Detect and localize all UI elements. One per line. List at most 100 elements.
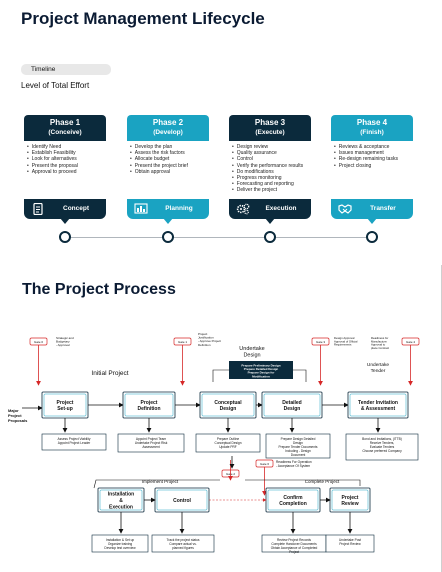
main-step-4-inner — [349, 393, 407, 417]
gate-note: Readiness For Operation- Acceptance Of S… — [276, 460, 312, 468]
note-box — [41, 433, 107, 451]
bar-label: Concept — [63, 205, 89, 212]
main-step-2-inner — [201, 393, 255, 417]
impl-step-2-inner — [267, 489, 319, 511]
bar-label: Transfer — [370, 205, 396, 212]
list-item: Quality assurance — [232, 150, 311, 156]
phase-header-4: Phase 4 (Finish) — [331, 115, 413, 141]
phase-subtitle: (Finish) — [360, 129, 384, 136]
phase-title: Phase 2 — [152, 118, 184, 127]
list-item: Present the project brief — [130, 163, 209, 169]
phase-card-2: Phase 2 (Develop) Develop the plan Asses… — [127, 115, 209, 175]
gears-icon — [236, 203, 250, 215]
bar-pointer — [60, 218, 70, 224]
main-step-1-inner — [124, 393, 174, 417]
main-step-3-inner — [263, 393, 321, 417]
bar-label: Execution — [265, 205, 297, 212]
phase-header-3: Phase 3 (Execute) — [229, 115, 311, 141]
list-item: Present the proposal — [27, 163, 106, 169]
document-icon — [33, 203, 43, 215]
phase-label: Implement Project — [142, 479, 179, 484]
note-box — [345, 433, 419, 461]
step-label: Control — [173, 498, 191, 504]
list-item: Project closing — [334, 163, 413, 169]
gate-label: Gate 0 — [34, 340, 43, 344]
design-note-box — [229, 361, 293, 379]
phase-list: Reviews & acceptance Issues management R… — [331, 141, 413, 169]
connector — [212, 369, 229, 382]
phase-header-2: Phase 2 (Develop) — [127, 115, 209, 141]
list-item: Verify the performance results — [232, 163, 311, 169]
phase-card-1: Phase 1 (Conceive) Identify Need Establi… — [24, 115, 106, 175]
list-item: Assess the risk factors — [130, 150, 209, 156]
gate-label: Gate 3 — [316, 340, 325, 344]
bar-label: Planning — [165, 205, 193, 212]
phase-card-3: Phase 3 (Execute) Design review Quality … — [229, 115, 311, 194]
phase-list: Design review Quality assurance Control … — [229, 141, 311, 194]
phase-title: Phase 3 — [254, 118, 286, 127]
impl-step-1-inner — [156, 489, 208, 511]
phase-header-1: Phase 1 (Conceive) — [24, 115, 106, 141]
list-item: Control — [232, 156, 311, 162]
page-title: Project Management Lifecycle — [21, 9, 265, 28]
section-title: The Project Process — [22, 281, 176, 298]
chart-icon — [134, 203, 148, 214]
connector — [245, 479, 361, 486]
list-item: Do modifications — [232, 169, 311, 175]
phase-label: Complete Project — [305, 479, 340, 484]
main-step-0-inner — [43, 393, 87, 417]
list-item: Design review — [232, 144, 311, 150]
timeline-line — [66, 237, 376, 238]
list-item: Allocate budget — [130, 156, 209, 162]
timeline-dot — [366, 231, 378, 243]
note-box — [91, 534, 149, 553]
list-item: Develop the plan — [130, 144, 209, 150]
note-box — [265, 433, 331, 459]
connector — [93, 479, 220, 489]
phase-bar-transfer: Transfer — [331, 199, 413, 219]
list-item: Reviews & acceptance — [334, 144, 413, 150]
gate-label: Gate 1 — [178, 340, 187, 344]
phase-list: Develop the plan Assess the risk factors… — [127, 141, 209, 175]
note-box — [151, 534, 215, 553]
gate-label: Gate 4 — [406, 340, 415, 344]
step-label: Tender Invitation& Assessment — [358, 400, 398, 412]
phase-title: Phase 4 — [356, 118, 388, 127]
list-item: Issues management — [334, 150, 413, 156]
handshake-icon — [338, 204, 352, 214]
timeline-tab: Timeline — [21, 64, 111, 75]
list-item: Look for alternatives — [27, 156, 106, 162]
note-box — [117, 433, 185, 453]
phase-label: Initial Project — [91, 370, 128, 377]
bar-pointer — [163, 218, 173, 224]
phase-subtitle: (Conceive) — [48, 129, 82, 136]
phase-title: Phase 1 — [49, 118, 81, 127]
phase-bar-concept: Concept — [24, 199, 106, 219]
note-box — [325, 534, 375, 553]
note-text: Bond and Invitations, (ITTB)Receive Tend… — [362, 437, 402, 453]
list-item: Identify Need — [27, 144, 106, 150]
timeline-dot — [59, 231, 71, 243]
connector — [293, 369, 307, 382]
bar-pointer — [367, 218, 377, 224]
effort-label: Level of Total Effort — [21, 81, 90, 90]
